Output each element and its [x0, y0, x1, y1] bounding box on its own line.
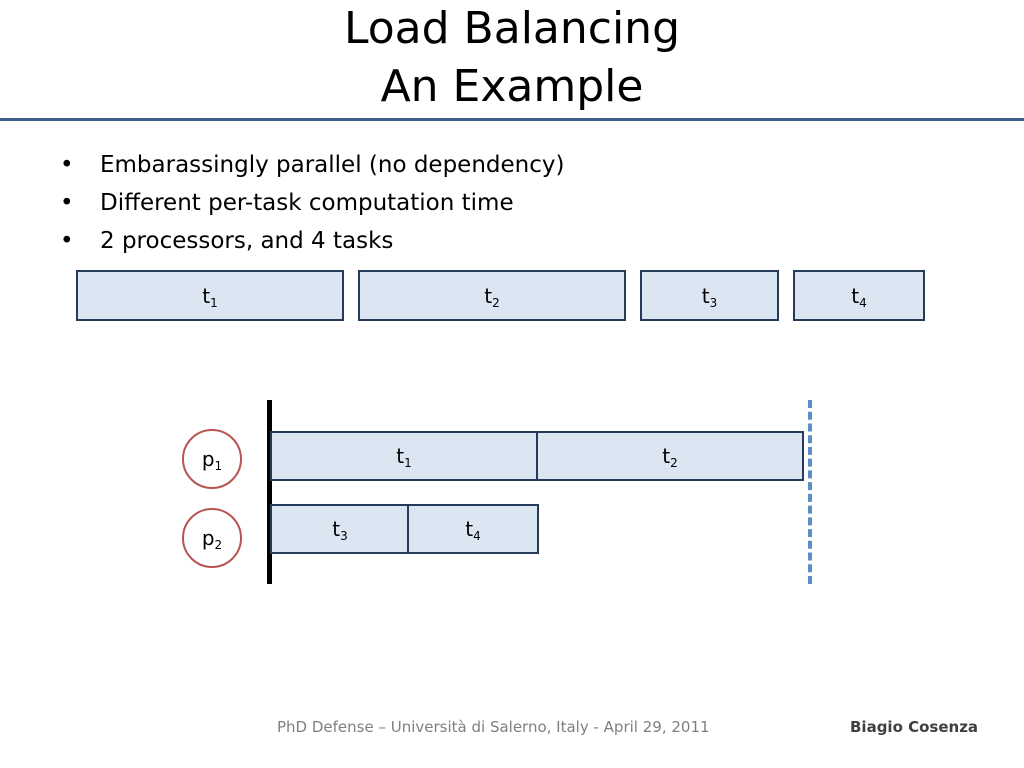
title-line-2: An Example: [380, 61, 644, 112]
task-label: t2: [484, 283, 500, 310]
task-label: t1: [202, 283, 218, 310]
footer-author: Biagio Cosenza: [850, 718, 979, 736]
title-divider: [0, 118, 1024, 121]
bullet-item: • 2 processors, and 4 tasks: [60, 222, 564, 260]
processor-label: p2: [201, 526, 223, 552]
task-label: t3: [332, 517, 348, 543]
bullet-text: 2 processors, and 4 tasks: [100, 228, 394, 254]
processor-p2: p2: [182, 508, 242, 568]
processor-label: p1: [201, 447, 223, 473]
footer-event: PhD Defense – Università di Salerno, Ita…: [277, 718, 710, 736]
bullet-text: Embarassingly parallel (no dependency): [100, 152, 565, 178]
bullet-text: Different per-task computation time: [100, 190, 514, 216]
task-label: t2: [662, 444, 678, 470]
completion-time-line: [808, 400, 812, 584]
title-line-1: Load Balancing: [344, 3, 680, 54]
schedule-p2-t3: t3: [270, 504, 410, 554]
task-box-t3: t3: [640, 270, 779, 321]
task-box-t2: t2: [358, 270, 626, 321]
schedule-p1-t2: t2: [536, 431, 804, 481]
time-axis: [267, 400, 272, 584]
processor-p1: p1: [182, 429, 242, 489]
task-label: t3: [701, 283, 718, 310]
bullet-dot-icon: •: [60, 152, 74, 178]
task-label: t1: [396, 444, 412, 470]
schedule-p1-t1: t1: [270, 431, 538, 481]
bullet-item: • Embarassingly parallel (no dependency): [60, 146, 564, 184]
bullet-dot-icon: •: [60, 190, 74, 216]
bullet-item: • Different per-task computation time: [60, 184, 564, 222]
slide-title: Load Balancing An Example: [0, 0, 1024, 116]
task-box-t1: t1: [76, 270, 344, 321]
bullet-dot-icon: •: [60, 228, 74, 254]
bullet-list: •Embarassingly parallel (no dependency) …: [60, 146, 564, 260]
task-label: t4: [851, 283, 867, 310]
task-label: t4: [465, 517, 481, 543]
task-box-t4: t4: [793, 270, 925, 321]
schedule-p2-t4: t4: [407, 504, 539, 554]
